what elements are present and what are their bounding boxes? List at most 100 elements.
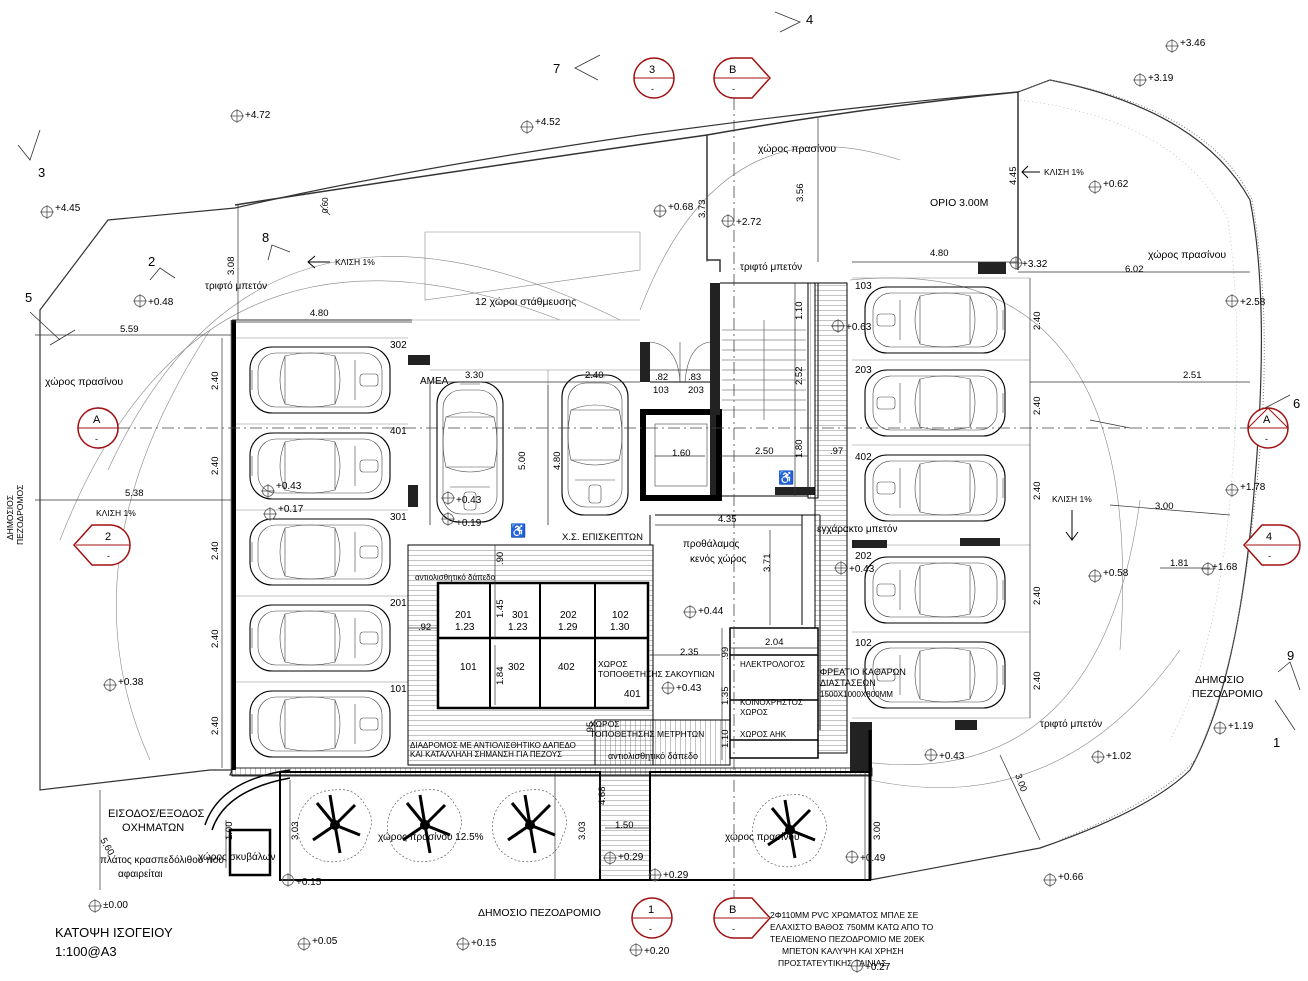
meters-label-2: ΤΟΠΟΘΕΤΗΣΗΣ ΜΕΤΡΗΤΩΝ (590, 729, 704, 739)
svg-text:-: - (1265, 434, 1268, 444)
south-strip (204, 722, 873, 881)
svg-text:5.59: 5.59 (120, 324, 139, 335)
svg-text:+4.45: +4.45 (55, 203, 81, 214)
svg-text:+2.58: +2.58 (1240, 297, 1266, 308)
svg-text:2: 2 (105, 531, 111, 543)
storage-102-area: 1.30 (610, 622, 630, 633)
svg-text:+0.29: +0.29 (618, 852, 644, 863)
spot-302: 302 (390, 340, 407, 351)
svg-text:1.81: 1.81 (1170, 558, 1189, 569)
storage-201-no: 201 (455, 610, 472, 621)
pipe-note-3: ΤΕΛΕΙΩΜΕΝΟ ΠΕΖΟΔΡΟΜΙΟ ΜΕ 20ΕΚ (770, 934, 925, 944)
spot-101: 101 (390, 684, 407, 695)
svg-text:3.00: 3.00 (872, 822, 883, 841)
green-top-label: χώρος πρασίνου (758, 143, 836, 155)
svg-text:.99: .99 (720, 647, 731, 660)
dimension-lines (35, 92, 1250, 890)
svg-text:±0.00: ±0.00 (103, 900, 128, 911)
svg-text:4.80: 4.80 (310, 308, 329, 319)
refuse-label: χώρος σκυβάλων (198, 851, 275, 863)
spot-401: 401 (390, 426, 407, 437)
svg-text:3.71: 3.71 (762, 554, 773, 573)
svg-text:1.80: 1.80 (794, 440, 805, 459)
manhole-label-3: 1500Χ1000Χ800ΜΜ (820, 690, 893, 699)
svg-text:+1.68: +1.68 (1212, 562, 1238, 573)
svg-text:4.35: 4.35 (718, 514, 737, 525)
svg-text:-: - (95, 434, 98, 444)
svg-text:2.40: 2.40 (1032, 672, 1043, 691)
spot-402: 402 (855, 452, 872, 463)
green-right-label: χώρος πρασίνου (1148, 249, 1226, 261)
svg-text:.82: .82 (655, 372, 668, 383)
antislip-label-2: αντιολισθητικό δάπεδο (608, 751, 698, 761)
parking-count-label: 12 χώροι στάθμευσης (475, 296, 576, 308)
svg-text:+1.02: +1.02 (1106, 751, 1132, 762)
boundary-wall (234, 134, 721, 272)
section-marker-b-bottom: B - (713, 897, 772, 939)
svg-text:+0.68: +0.68 (668, 202, 694, 213)
sidewalk-right-label-1: ΔΗΜΟΣΙΟ (1195, 674, 1244, 686)
svg-text:3.08: 3.08 (226, 257, 237, 276)
svg-text:3.00: 3.00 (1012, 772, 1029, 793)
turning-arc-4 (639, 146, 901, 311)
svg-text:203: 203 (688, 385, 704, 396)
svg-text:+0.29: +0.29 (663, 870, 689, 881)
svg-text:2.40: 2.40 (210, 372, 221, 391)
wall-left-strip (232, 320, 236, 770)
svg-text:2.52: 2.52 (794, 367, 805, 386)
svg-text:+1.78: +1.78 (1240, 482, 1266, 493)
common-label-2: ΧΩΡΟΣ (740, 708, 768, 717)
storage-402-no: 402 (558, 662, 575, 673)
storage-102-no: 102 (612, 610, 629, 621)
section-marker-a-right: A - (1247, 407, 1289, 449)
svg-text:2: 2 (148, 254, 155, 269)
svg-text:+0.58: +0.58 (1103, 568, 1129, 579)
kerb-label-2: αφαιρείται (118, 868, 162, 880)
storage-302-no: 302 (508, 662, 525, 673)
storage-201-area: 1.23 (455, 622, 475, 633)
turning-arc-5 (849, 277, 1123, 651)
svg-text:3.56: 3.56 (795, 184, 806, 203)
ramp-outline (424, 231, 641, 301)
route-label-2: ΚΑΙ ΚΑΤΑΛΛΗΛΗ ΣΗΜΑΝΣΗ ΓΙΑ ΠΕΖΟΥΣ (410, 750, 562, 759)
green-bottom-label-2: χώρος πρασίνου (725, 831, 799, 843)
boundary-wall-right (706, 91, 1019, 270)
turning-arc-1 (107, 256, 621, 471)
embossed-label: εγχάρακτο μπετόν (817, 523, 897, 535)
svg-text:1.45: 1.45 (495, 600, 506, 619)
svg-text:.90: .90 (495, 552, 506, 565)
svg-text:3.03: 3.03 (577, 822, 588, 841)
svg-text:+3.46: +3.46 (1180, 38, 1206, 49)
limit-label: ΟΡΙΟ 3.00Μ (930, 197, 988, 209)
svg-text:6: 6 (1293, 396, 1300, 411)
svg-text:-: - (649, 924, 652, 934)
bins-label-1: ΧΩΡΟΣ (598, 659, 628, 669)
svg-text:1.84: 1.84 (495, 667, 506, 686)
pipe-note-1: 2Φ110ΜΜ PVC ΧΡΩΜΑΤΟΣ ΜΠΛΕ ΣΕ (770, 910, 919, 920)
svg-text:A: A (93, 414, 101, 426)
svg-text:+0.49: +0.49 (860, 853, 886, 864)
svg-text:-: - (1268, 551, 1271, 561)
section-marker-2-left: 2 - (72, 524, 131, 566)
green-strip-inner (1019, 99, 1238, 741)
svg-text:1.60: 1.60 (672, 448, 691, 459)
svg-text:4.68: 4.68 (597, 787, 608, 806)
svg-text:+0.43: +0.43 (456, 495, 482, 506)
svg-text:3.03: 3.03 (290, 822, 301, 841)
svg-text:3: 3 (649, 64, 655, 76)
svg-text:2.40: 2.40 (210, 542, 221, 561)
section-marker-3: 3 - (633, 57, 675, 99)
svg-text:4: 4 (806, 12, 813, 27)
slope-label-2: ΚΛΙΣΗ 1% (96, 508, 136, 518)
site-boundary (39, 79, 1263, 881)
storage-301-no: 301 (512, 610, 529, 621)
storage-301-area: 1.23 (508, 622, 528, 633)
svg-text:+0.27: +0.27 (865, 962, 891, 973)
svg-text:B: B (729, 904, 736, 916)
svg-text:5.00: 5.00 (517, 452, 528, 471)
svg-text:4.80: 4.80 (930, 248, 949, 259)
svg-text:+0.43: +0.43 (676, 683, 702, 694)
view-markers: 4 7 3 2 8 5 6 9 1 (17, 11, 1301, 750)
svg-text:+3.19: +3.19 (1148, 73, 1174, 84)
manhole-label-2: ΔΙΑΣΤΑΣΕΩΝ (820, 678, 876, 688)
